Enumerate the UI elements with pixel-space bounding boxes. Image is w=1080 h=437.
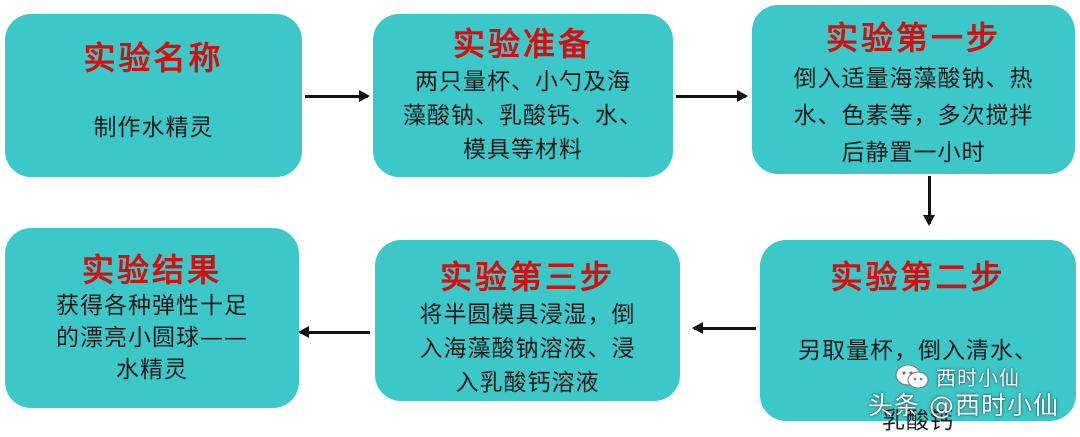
step-text-line: 藻酸钠、乳酸钙、水、 bbox=[403, 103, 643, 129]
step-text-line: 水、色素等，多次搅拌 bbox=[793, 103, 1034, 129]
watermark-source-line: 头条 @西时小仙 bbox=[868, 391, 1059, 420]
step-text-line: 模具等材料 bbox=[463, 137, 583, 163]
step-text-line: 入乳酸钙溶液 bbox=[455, 370, 600, 396]
step-title: 实验名称 bbox=[83, 39, 224, 77]
step-box-third: 实验第三步 将半圆模具浸湿，倒 入海藻酸钠溶液、浸 入乳酸钙溶液 bbox=[375, 240, 680, 401]
watermark-account-name: 西时小仙 bbox=[936, 366, 1020, 390]
step-text-line: 将半圆模具浸湿，倒 bbox=[419, 302, 636, 328]
step-text-line: 后静置一小时 bbox=[841, 140, 986, 166]
step-text-line: 水精灵 bbox=[116, 357, 188, 383]
step-text-line: 两只量杯、小勺及海 bbox=[415, 69, 631, 95]
wechat-icon bbox=[895, 364, 929, 389]
arrow-left-icon bbox=[298, 326, 370, 338]
step-text-line: 的漂亮小圆球—— bbox=[56, 325, 248, 351]
step-text-line: 入海藻酸钠溶液、浸 bbox=[419, 336, 636, 362]
arrow-right-icon bbox=[305, 90, 370, 102]
step-box-second: 实验第二步 另取量杯，倒入清水、 乳酸钙 bbox=[760, 240, 1076, 434]
step-title: 实验第二步 bbox=[830, 258, 1006, 296]
arrow-down-icon bbox=[923, 176, 935, 226]
step-title: 实验第一步 bbox=[825, 19, 1001, 57]
step-text-line: 制作水精灵 bbox=[93, 115, 214, 141]
step-box-result: 实验结果 获得各种弹性十足 的漂亮小圆球—— 水精灵 bbox=[5, 228, 299, 408]
step-title: 实验结果 bbox=[81, 251, 222, 289]
step-text-line: 倒入适量海藻酸钠、热 bbox=[793, 66, 1034, 92]
step-text-line: 另取量杯，倒入清水、 bbox=[798, 338, 1038, 364]
step-title: 实验第三步 bbox=[439, 258, 615, 296]
step-text-line: 获得各种弹性十足 bbox=[56, 293, 248, 319]
step-box-first: 实验第一步 倒入适量海藻酸钠、热 水、色素等，多次搅拌 后静置一小时 bbox=[752, 5, 1075, 174]
step-title: 实验准备 bbox=[452, 25, 593, 63]
step-box-preparation: 实验准备 两只量杯、小勺及海 藻酸钠、乳酸钙、水、 模具等材料 bbox=[373, 14, 673, 177]
arrow-left-icon bbox=[692, 322, 756, 334]
arrow-right-icon bbox=[676, 90, 748, 102]
step-box-name: 实验名称 制作水精灵 bbox=[5, 14, 302, 177]
